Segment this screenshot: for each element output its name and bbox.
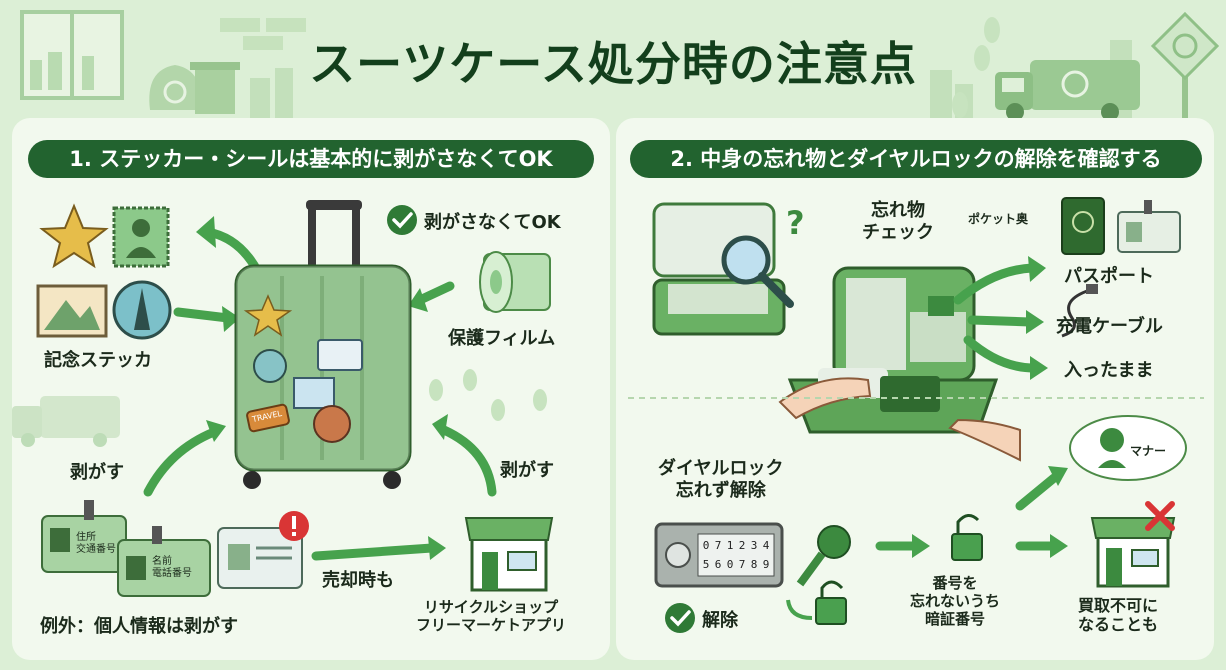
peel-label-right: 剥がす (500, 460, 554, 481)
when-selling-label: 売却時も (322, 570, 394, 591)
dial-digit[interactable]: 3 (750, 539, 758, 552)
key-icon (796, 525, 851, 587)
star-sticker-icon (39, 203, 109, 269)
forgotten-check-label: 忘れ物 チェック (862, 200, 934, 243)
dial-lock-label: ダイヤルロック 忘れず解除 (658, 458, 784, 501)
code-note-label: 番号を 忘れないうち 暗証番号 (910, 574, 1001, 628)
dial-digit[interactable]: 4 (762, 539, 770, 552)
trash-bin-icon (190, 62, 240, 114)
magnifier-icon (721, 235, 794, 308)
exception-label: 例外：個人情報は剥がす (40, 616, 238, 637)
window-icon (20, 10, 124, 100)
ok-label: 剥がさなくてOK (424, 212, 561, 233)
name-card-text: 名前 電話番号 (152, 556, 192, 579)
page-title: スーツケース処分時の注意点 (309, 37, 917, 91)
unlock-check-icon (665, 603, 695, 633)
pocket-item-icon (928, 296, 954, 316)
dial-digit[interactable]: 0 (702, 539, 710, 552)
unlock-label: 解除 (702, 610, 738, 631)
manner-label: マナー (1130, 444, 1167, 458)
protective-film-roll-icon (479, 251, 551, 313)
name-card-icon (117, 526, 211, 597)
id-badge-icon (1117, 200, 1181, 253)
truck-faded-icon (12, 396, 120, 447)
garbage-truck-icon (995, 60, 1140, 121)
check-circle-icon (387, 205, 417, 235)
commemorative-sticker-label: 記念ステッカ (44, 350, 152, 371)
dial-lock-icon (654, 522, 784, 588)
dial-digit[interactable]: 0 (726, 558, 734, 571)
not-buyable-label: 買取不可に なることも (1078, 596, 1159, 635)
dial-digits: 0 7 1 2 3 4 5 6 0 7 8 9 (700, 536, 772, 574)
eiffel-tower-sticker-icon (112, 280, 172, 340)
passport-icon (1061, 197, 1105, 255)
exclamation-warning-icon (279, 511, 309, 541)
dial-digit[interactable]: 6 (714, 558, 722, 571)
shop-not-buyable-icon (1090, 517, 1176, 588)
shop-label: リサイクルショップ フリーマーケトアプリ (416, 598, 567, 634)
shop-icon (464, 517, 554, 592)
dial-digit[interactable]: 8 (750, 558, 758, 571)
left-inside-label: 入ったまま (1064, 360, 1154, 381)
dial-digit[interactable]: 1 (726, 539, 734, 552)
x-mark-icon (1145, 501, 1175, 531)
dial-digit[interactable]: 9 (762, 558, 770, 571)
passport-label: パスポート (1064, 266, 1154, 287)
open-suitcase-icon (652, 202, 786, 336)
garbage-bag-icon (149, 65, 201, 110)
license-card-icon (217, 527, 303, 589)
charging-cable-label: 充電ケーブル (1056, 316, 1163, 337)
section1-header: 1. ステッカー・シールは基本的に剥がさなくてOK (28, 140, 594, 178)
hands-icon (778, 377, 1021, 462)
section2-header: 2. 中身の忘れ物とダイヤルロックの解除を確認する (630, 140, 1202, 178)
recycle-sign-icon (1150, 11, 1220, 120)
cable-icon (1061, 284, 1098, 338)
landscape-stamp-icon (36, 284, 108, 338)
padlock-code-icon (951, 514, 983, 561)
pocket-back-label: ポケット奥 (968, 212, 1029, 226)
suitcase-icon (234, 200, 412, 489)
speech-bubble-icon (1069, 415, 1187, 481)
dial-digit[interactable]: 7 (738, 558, 746, 571)
protect-film-label: 保護フィルム (448, 328, 556, 349)
dial-digit[interactable]: 5 (702, 558, 710, 571)
question-mark-icon: ? (786, 204, 805, 242)
dial-digit[interactable]: 2 (738, 539, 746, 552)
peel-label-left: 剥がす (70, 462, 124, 483)
dial-digit[interactable]: 7 (714, 539, 722, 552)
stamp-sticker-icon (112, 206, 170, 268)
open-padlock-icon (815, 580, 847, 625)
id-card-text: 住所 交通番号 (76, 532, 116, 555)
